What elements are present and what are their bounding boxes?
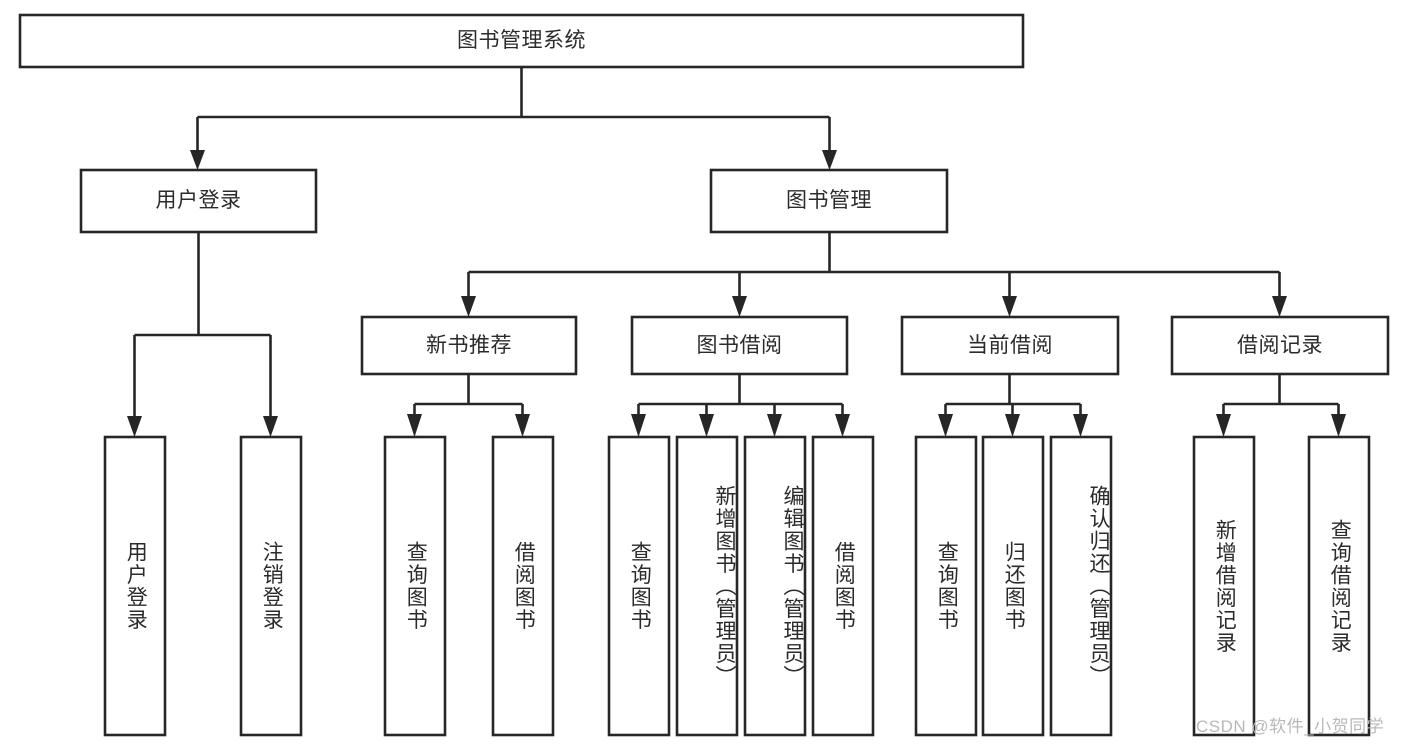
connector-new-book-recommend-to-leaves xyxy=(407,374,530,437)
node-box-leaf-user-login[interactable] xyxy=(103,435,167,737)
node-box-leaf-return-book[interactable] xyxy=(981,435,1045,737)
connector-current-borrow-to-leaves xyxy=(938,374,1088,437)
connector-user-login-to-leaves xyxy=(127,232,278,437)
node-box-current-borrow[interactable] xyxy=(900,315,1120,376)
node-box-leaf-query-record[interactable] xyxy=(1307,435,1371,737)
connector-book-borrow-to-leaves xyxy=(631,374,850,437)
node-box-leaf-edit-book[interactable] xyxy=(743,435,807,737)
node-box-user-login[interactable] xyxy=(79,168,318,234)
node-box-leaf-borrow-book-2[interactable] xyxy=(811,435,875,737)
node-box-leaf-borrow-book-1[interactable] xyxy=(491,435,555,737)
node-box-borrow-record[interactable] xyxy=(1170,315,1390,376)
node-box-leaf-query-book-2[interactable] xyxy=(607,435,671,737)
node-box-leaf-confirm-return[interactable] xyxy=(1049,435,1113,737)
node-box-leaf-add-book[interactable] xyxy=(675,435,739,737)
node-box-book-borrow[interactable] xyxy=(630,315,849,376)
connector-borrow-record-to-leaves xyxy=(1216,374,1346,437)
connector-root-to-level2 xyxy=(190,67,837,170)
node-box-root[interactable] xyxy=(18,13,1025,69)
node-box-leaf-add-record[interactable] xyxy=(1192,435,1256,737)
node-box-leaf-query-book-1[interactable] xyxy=(383,435,447,737)
node-box-leaf-logout-login[interactable] xyxy=(239,435,303,737)
node-box-new-book-recommend[interactable] xyxy=(360,315,578,376)
connector-book-management-to-level3 xyxy=(461,232,1287,317)
node-box-leaf-query-book-3[interactable] xyxy=(914,435,978,737)
node-box-book-management[interactable] xyxy=(709,168,949,234)
